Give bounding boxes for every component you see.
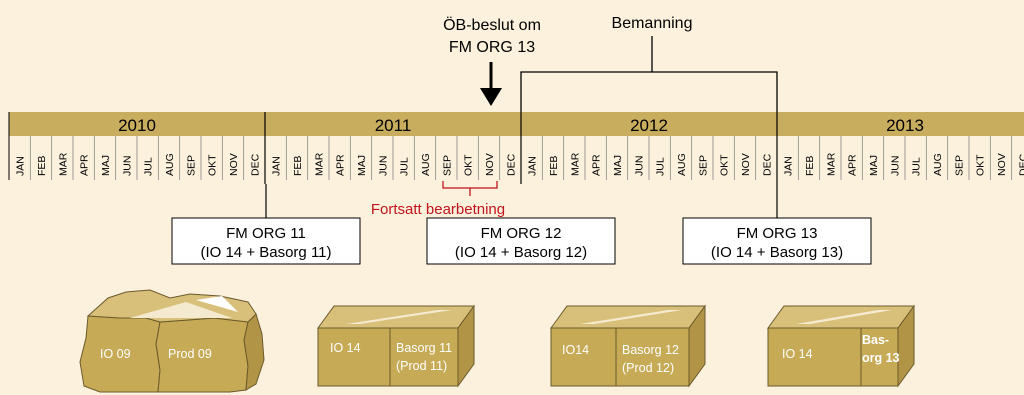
month-label: JUN (889, 156, 901, 176)
month-label: JAN (15, 156, 27, 176)
box-right-label-2: (Prod 11) (396, 359, 447, 373)
continued-processing-bracket (442, 181, 498, 196)
month-label: DEC (249, 153, 261, 176)
month-label: MAJ (100, 155, 112, 176)
torn-box-2009 (79, 289, 265, 393)
month-label: JUN (121, 156, 133, 176)
decision-label-line2: FM ORG 13 (449, 39, 535, 56)
month-label: DEC (1017, 153, 1024, 176)
staffing-bracket (520, 36, 778, 112)
month-label: SEP (441, 155, 453, 176)
box-right-label-1: Basorg 11 (396, 341, 452, 355)
month-label: AUG (676, 153, 688, 176)
month-label: AUG (164, 153, 176, 176)
month-labels: JAN FEB MAR APR MAJ JUN JUL AUG SEP OKT NOV DEC JAN F… (15, 136, 1024, 180)
month-label: MAR (825, 152, 837, 176)
month-label: APR (591, 154, 603, 176)
box-right-label-1: Basorg 12 (622, 343, 679, 357)
month-label: OKT (975, 154, 987, 176)
box-2011 (317, 304, 475, 388)
box-2013 (767, 304, 915, 388)
month-label: JUL (655, 157, 667, 176)
box-right-label-1: Bas- (862, 333, 889, 347)
org-box-11: FM ORG 11 (IO 14 + Basorg 11) (171, 184, 361, 265)
month-label: MAJ (356, 155, 368, 176)
decision-label-line1: ÖB-beslut om (443, 16, 541, 34)
month-label: DEC (505, 153, 517, 176)
month-label: JAN (783, 156, 795, 176)
month-label: OKT (207, 154, 219, 176)
org-title: FM ORG 12 (481, 225, 562, 242)
box-2012 (550, 304, 706, 388)
org-title: FM ORG 11 (226, 225, 306, 242)
box-left-label: IO 14 (782, 347, 813, 361)
month-label: AUG (932, 153, 944, 176)
box-right-label-2: org 13 (862, 351, 900, 365)
month-label: SEP (697, 155, 709, 176)
month-label: NOV (228, 153, 240, 176)
month-label: OKT (719, 154, 731, 176)
month-label: FEB (292, 156, 304, 176)
month-label: OKT (463, 154, 475, 176)
year-label: 2011 (375, 116, 412, 135)
month-label: AUG (420, 153, 432, 176)
month-label: NOV (484, 153, 496, 176)
org-subtitle: (IO 14 + Basorg 13) (711, 244, 843, 261)
month-label: JAN (527, 156, 539, 176)
decision-arrow (480, 62, 502, 106)
month-label: JUN (377, 156, 389, 176)
month-label: APR (79, 154, 91, 176)
org-box-12: FM ORG 12 (IO 14 + Basorg 12) (426, 217, 616, 265)
year-label: 2013 (886, 116, 924, 135)
month-label: FEB (804, 156, 816, 176)
org-box-13: FM ORG 13 (IO 14 + Basorg 13) (682, 184, 872, 265)
month-label: MAR (57, 152, 69, 176)
month-label: FEB (36, 156, 48, 176)
month-label: MAR (569, 152, 581, 176)
month-label: JUL (399, 157, 411, 176)
box-left-label: IO14 (562, 343, 589, 357)
box-left-label: IO 14 (330, 341, 361, 355)
year-dividers (8, 112, 778, 184)
month-label: SEP (953, 155, 965, 176)
continued-processing-label: Fortsatt bearbetning (371, 201, 505, 218)
month-label: SEP (185, 155, 197, 176)
month-label: MAJ (612, 155, 624, 176)
month-label: DEC (761, 153, 773, 176)
month-label: JAN (271, 156, 283, 176)
month-label: NOV (996, 153, 1008, 176)
month-label: MAR (313, 152, 325, 176)
timeline-band (9, 112, 1024, 136)
month-label: MAJ (868, 155, 880, 176)
month-label: APR (335, 154, 347, 176)
org-subtitle: (IO 14 + Basorg 11) (200, 244, 331, 261)
month-label: FEB (548, 156, 560, 176)
month-label: NOV (740, 153, 752, 176)
year-label: 2012 (630, 116, 668, 135)
month-label: JUN (633, 156, 645, 176)
org-title: FM ORG 13 (737, 225, 818, 242)
month-label: APR (847, 154, 859, 176)
box-left-label: IO 09 (100, 347, 131, 361)
year-labels: 2010 2011 2012 2013 (118, 116, 924, 135)
year-label: 2010 (118, 116, 156, 135)
staffing-label: Bemanning (612, 15, 693, 32)
box-right-label-2: (Prod 12) (622, 361, 674, 375)
org-subtitle: (IO 14 + Basorg 12) (455, 244, 587, 261)
box-right-label: Prod 09 (168, 347, 212, 361)
month-label: JUL (911, 157, 923, 176)
month-label: JUL (143, 157, 155, 176)
